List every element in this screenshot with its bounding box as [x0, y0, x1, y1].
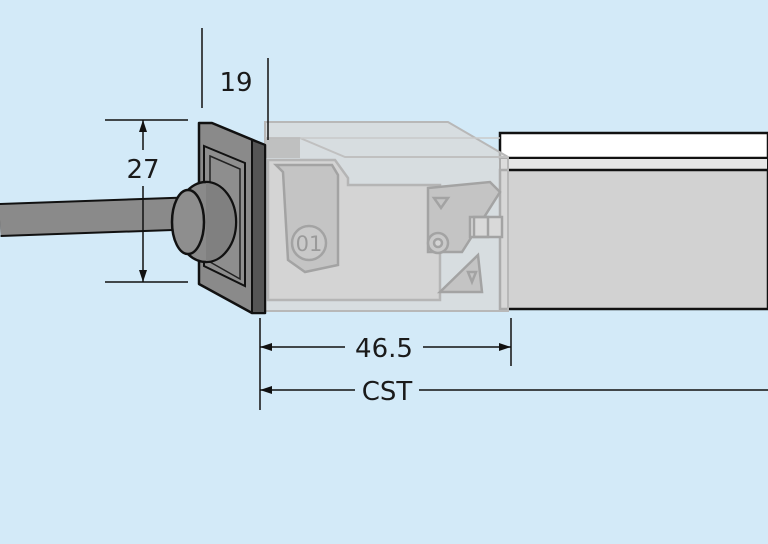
dimension-total-length-label: CST [362, 377, 413, 407]
dimension-body-length-label: 46.5 [355, 334, 413, 364]
dimension-height [105, 119, 188, 283]
dimension-cap-depth [201, 28, 269, 140]
dimension-height-label: 27 [126, 155, 159, 185]
dimension-cap-depth-label: 19 [219, 68, 252, 98]
module-badge-label: 01 [296, 232, 323, 256]
connector-clip [266, 158, 442, 302]
cable-gland [170, 180, 238, 264]
latch-mechanism [426, 180, 504, 294]
profile-rail [498, 131, 768, 311]
cable [0, 196, 201, 237]
